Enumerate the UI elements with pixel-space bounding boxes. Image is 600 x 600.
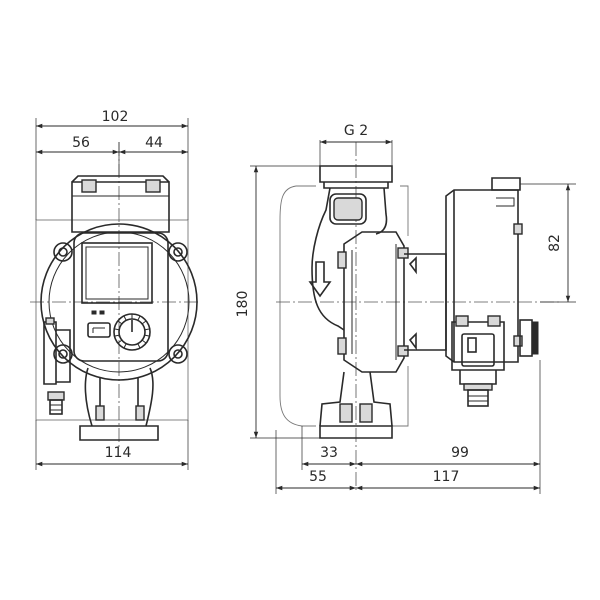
side-dimensions: G 2 180 82 33 99 55 117 <box>235 123 576 494</box>
display-window <box>81 242 153 304</box>
side-inlet-window <box>329 193 367 225</box>
front-bottom-flange <box>79 425 159 441</box>
front-terminal-box <box>71 181 170 233</box>
dim-motor-height: 82 <box>547 234 563 252</box>
side-top-flange <box>319 165 393 183</box>
dim-side-inner-right: 99 <box>451 445 469 461</box>
side-bottom-flange <box>319 425 393 439</box>
dim-side-inner-left: 33 <box>320 445 338 461</box>
side-electronics-module <box>445 189 519 363</box>
front-control-module <box>73 232 169 362</box>
dim-thread: G 2 <box>344 123 368 139</box>
dim-side-outer-left: 55 <box>309 469 327 485</box>
flow-arrow <box>308 261 332 298</box>
front-pump-housing <box>40 223 198 381</box>
control-button <box>87 322 111 338</box>
dim-front-width: 102 <box>102 109 129 125</box>
side-motor-housing <box>343 231 405 373</box>
dim-front-right-offset: 44 <box>145 135 163 151</box>
dim-front-base-width: 114 <box>105 445 132 461</box>
side-view <box>276 142 560 490</box>
dim-side-outer-right: 117 <box>433 469 460 485</box>
side-insulation-outline <box>279 185 316 427</box>
side-cable-gland <box>451 321 505 371</box>
front-insulation-outline <box>35 219 189 421</box>
control-knob <box>113 313 151 351</box>
front-view <box>30 142 200 450</box>
dim-height: 180 <box>235 291 251 318</box>
front-dimensions: 102 56 44 114 <box>35 109 189 470</box>
dim-front-left-offset: 56 <box>72 135 90 151</box>
